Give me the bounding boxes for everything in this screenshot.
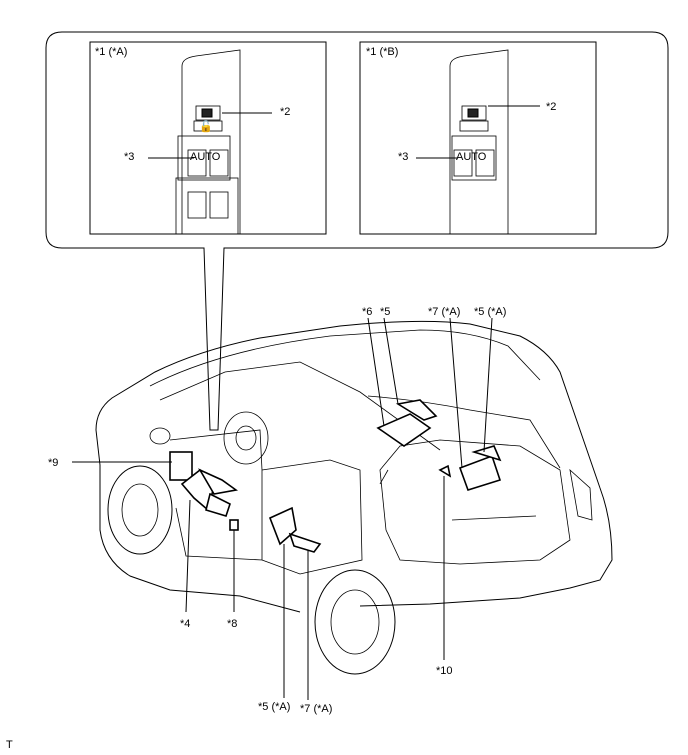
callout-7a-top: *7 (*A) (428, 306, 460, 318)
callout-9: *9 (48, 457, 58, 469)
svg-text:🔓: 🔓 (199, 120, 213, 133)
harness-parts (169, 399, 502, 553)
panel-a-title: *1 (*A) (95, 46, 127, 58)
callout-bubble (45, 31, 669, 431)
panel-b-title: *1 (*B) (366, 46, 398, 58)
callout-5a-bottom: *5 (*A) (258, 701, 290, 713)
callout-5-top: *5 (380, 306, 390, 318)
detail-panel-a: *1 (*A) 🔓 AUTO *2 *3 (89, 41, 327, 235)
callout-8: *8 (227, 618, 237, 630)
callout-6: *6 (362, 306, 372, 318)
panel-a-callout-2: *2 (280, 106, 290, 118)
panel-a-callout-3: *3 (124, 151, 134, 163)
auto-label-b: AUTO (456, 151, 487, 163)
callout-5a-top: *5 (*A) (474, 306, 506, 318)
panel-b-callout-2: *2 (546, 101, 556, 113)
auto-label-a: AUTO (190, 151, 221, 163)
vehicle-callouts: *6 *5 *7 (*A) *5 (*A) *9 *4 *8 *10 *5 (*… (48, 306, 506, 715)
callout-7a-bottom: *7 (*A) (300, 703, 332, 715)
detail-panel-b: *1 (*B) AUTO *2 *3 (359, 41, 597, 235)
panel-b-callout-3: *3 (398, 151, 408, 163)
corner-mark: T (6, 739, 13, 751)
vehicle-outline (95, 320, 613, 675)
callout-10: *10 (436, 665, 453, 677)
callout-4: *4 (180, 618, 190, 630)
